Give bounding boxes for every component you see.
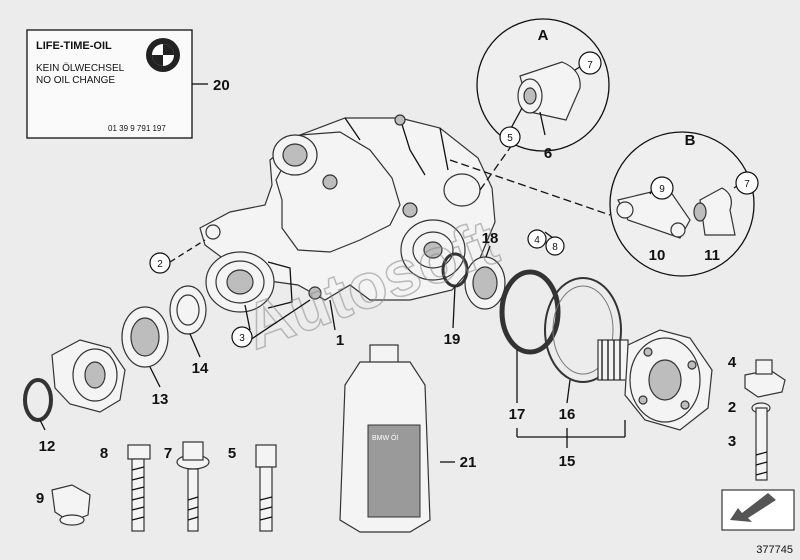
- detail-view-b-label: B: [685, 132, 696, 149]
- callout-21: 21: [460, 454, 477, 471]
- oil-label-line-2: NO OIL CHANGE: [36, 75, 115, 86]
- callout-7-bolt: 7: [164, 445, 172, 462]
- callout-11: 11: [704, 247, 720, 264]
- differential-housing: [199, 114, 496, 313]
- nut-9: [51, 484, 91, 526]
- callout-2-bolt: 2: [728, 399, 736, 416]
- callout-13: 13: [152, 391, 169, 408]
- callout-18: 18: [482, 230, 499, 247]
- shaft-seal-14: [169, 285, 207, 335]
- seal-ring-18: [464, 256, 506, 310]
- image-id: 377745: [756, 544, 793, 556]
- callout-3-housing: 3: [239, 333, 245, 344]
- callout-15: 15: [559, 453, 576, 470]
- callout-5-a: 5: [507, 133, 513, 144]
- detail-view-a: A: [476, 18, 610, 152]
- callout-8-housing: 8: [552, 242, 558, 253]
- callout-8-bolt: 8: [100, 445, 108, 462]
- callout-6: 6: [544, 145, 552, 162]
- callout-2-housing: 2: [157, 259, 163, 270]
- callout-16: 16: [559, 406, 576, 423]
- callout-4-nut: 4: [728, 354, 737, 371]
- output-flange-15: [597, 329, 713, 431]
- oil-label-box: LIFE-TIME-OIL KEIN ÖLWECHSEL NO OIL CHAN…: [26, 29, 193, 139]
- callout-9-nut: 9: [36, 490, 44, 507]
- output-flange-13: [51, 339, 126, 413]
- callout-7-a: 7: [587, 60, 593, 71]
- callout-12: 12: [39, 438, 56, 455]
- callout-20: 20: [213, 77, 230, 94]
- bolt-8: [127, 444, 151, 532]
- oil-label-title: LIFE-TIME-OIL: [36, 40, 112, 52]
- callout-19: 19: [444, 331, 461, 348]
- callouts: 20 7 5 6 9 7 10 11 2 3 1 4 8 18 19 14 13…: [36, 51, 759, 507]
- oil-label-line-1: KEIN ÖLWECHSEL: [36, 62, 125, 74]
- bolt-2-3: [751, 402, 771, 481]
- callout-1: 1: [336, 332, 344, 349]
- callout-9-b: 9: [659, 184, 665, 195]
- callout-10: 10: [649, 247, 666, 264]
- gasket-16: [544, 277, 622, 383]
- oil-bottle-label: BMW Öl: [372, 434, 398, 442]
- shaft-seal-17: [499, 269, 561, 355]
- callout-7-b: 7: [744, 179, 750, 190]
- shaft-seal-13: [121, 306, 169, 368]
- bmw-logo-icon: [146, 38, 180, 72]
- callout-4-housing: 4: [534, 235, 540, 246]
- oil-bottle-21: BMW Öl: [339, 344, 431, 533]
- bolt-5: [255, 444, 277, 532]
- callout-3-bolt: 3: [728, 433, 736, 450]
- detail-view-b: B: [609, 131, 755, 277]
- callout-17: 17: [509, 406, 526, 423]
- oil-label-part-code: 01 39 9 791 197: [108, 124, 166, 133]
- bolt-7: [176, 441, 210, 532]
- snap-ring-12: [23, 378, 53, 422]
- callout-14: 14: [192, 360, 209, 377]
- callout-5-bolt: 5: [228, 445, 236, 462]
- direction-arrow-icon: [721, 489, 795, 531]
- nut-4: [744, 359, 786, 398]
- detail-view-a-label: A: [538, 27, 549, 44]
